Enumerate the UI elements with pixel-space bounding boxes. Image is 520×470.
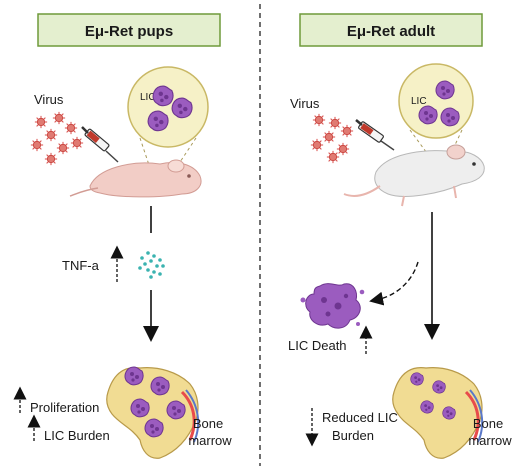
lic-death-label: LIC Death — [288, 338, 347, 353]
lic-burden-label: LIC Burden — [44, 428, 110, 443]
right-virus-label: Virus — [290, 96, 320, 111]
reduced-burden-label-1: Reduced LIC — [322, 410, 398, 425]
left-lic-label: LIC — [140, 92, 156, 103]
left-bone-label-1: Bone — [193, 416, 223, 431]
proliferation-label: Proliferation — [30, 400, 99, 415]
right-bone-label-2: marrow — [468, 433, 512, 448]
lic-death-cell-icon — [300, 283, 365, 329]
mouse-adult-icon — [343, 144, 485, 207]
right-bone-label-1: Bone — [473, 416, 503, 431]
left-title: Eμ-Ret pups — [85, 23, 173, 40]
right-title-box — [299, 13, 483, 47]
right-panel: Eμ-Ret adult Virus LIC — [288, 13, 512, 459]
mouse-pup-icon — [69, 159, 202, 198]
left-panel: Eμ-Ret pups Virus LIC — [13, 13, 232, 459]
tnf-label: TNF-a — [62, 258, 100, 273]
left-virus-label: Virus — [34, 92, 64, 107]
left-lic-zoom-circle — [127, 66, 209, 148]
left-syringe-icon — [81, 126, 119, 163]
left-virus-cluster-icon — [30, 111, 84, 166]
left-title-box — [37, 13, 221, 47]
right-virus-cluster-icon — [310, 113, 354, 164]
right-bone-marrow-icon — [392, 367, 484, 459]
left-bone-marrow-icon — [106, 366, 200, 459]
reduced-burden-label-2: Burden — [332, 428, 374, 443]
right-title: Eμ-Ret adult — [347, 23, 435, 40]
right-arrow-to-death — [369, 261, 419, 306]
right-syringe-icon — [355, 119, 395, 151]
right-lic-label: LIC — [411, 96, 427, 107]
tnf-cytokine-icon — [138, 251, 165, 279]
left-bone-label-2: marrow — [188, 433, 232, 448]
